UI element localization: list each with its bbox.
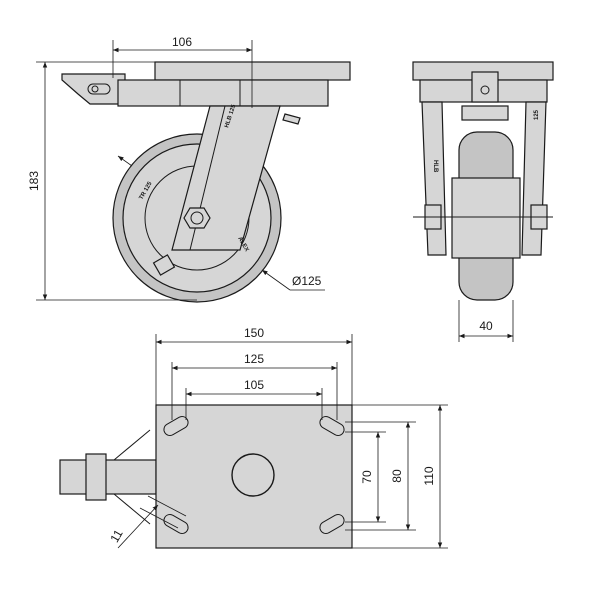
svg-text:125: 125 [534, 109, 540, 120]
dim-40-label: 40 [479, 319, 493, 333]
dim-80-label: 80 [390, 469, 404, 483]
front-brake-block [461, 105, 509, 121]
dim-wheel-diameter-label: Ø125 [292, 274, 322, 288]
bolt-slot-bl [163, 514, 189, 534]
dim-106-label: 106 [172, 35, 192, 49]
top-plate [154, 61, 351, 81]
side-view: HLB 125 TR 125 ALEX 106 183 Ø125 [27, 35, 351, 303]
bolt-slot-br [319, 514, 345, 534]
brake-lever [61, 73, 126, 105]
top-mounting-plate [155, 404, 353, 549]
bolt-slot-tl [163, 416, 189, 436]
svg-text:HLB: HLB [432, 160, 438, 173]
top-view: 150 125 105 70 80 110 11 [59, 326, 448, 549]
front-hub [451, 177, 521, 259]
dim-125-label: 125 [244, 352, 264, 366]
dim-110-label: 110 [422, 466, 436, 485]
fork-leg-left [421, 101, 447, 256]
grease-nipple [282, 113, 301, 125]
center-hole [231, 453, 275, 497]
front-view: HLB 125 40 [412, 61, 554, 342]
dim-150-label: 150 [244, 326, 264, 340]
swivel-housing [117, 79, 329, 107]
bolt-slot-tr [319, 416, 345, 436]
brake-slot [87, 83, 111, 95]
dim-70-label: 70 [360, 470, 374, 484]
dim-105-label: 105 [244, 378, 264, 392]
fork-leg-right [521, 101, 547, 256]
top-brake-assembly [59, 459, 157, 495]
front-brake-lever [471, 71, 499, 103]
axle-nut [183, 207, 211, 229]
dim-183-label: 183 [27, 171, 41, 191]
top-brake-lever [85, 453, 107, 501]
brake-pad [152, 254, 176, 276]
